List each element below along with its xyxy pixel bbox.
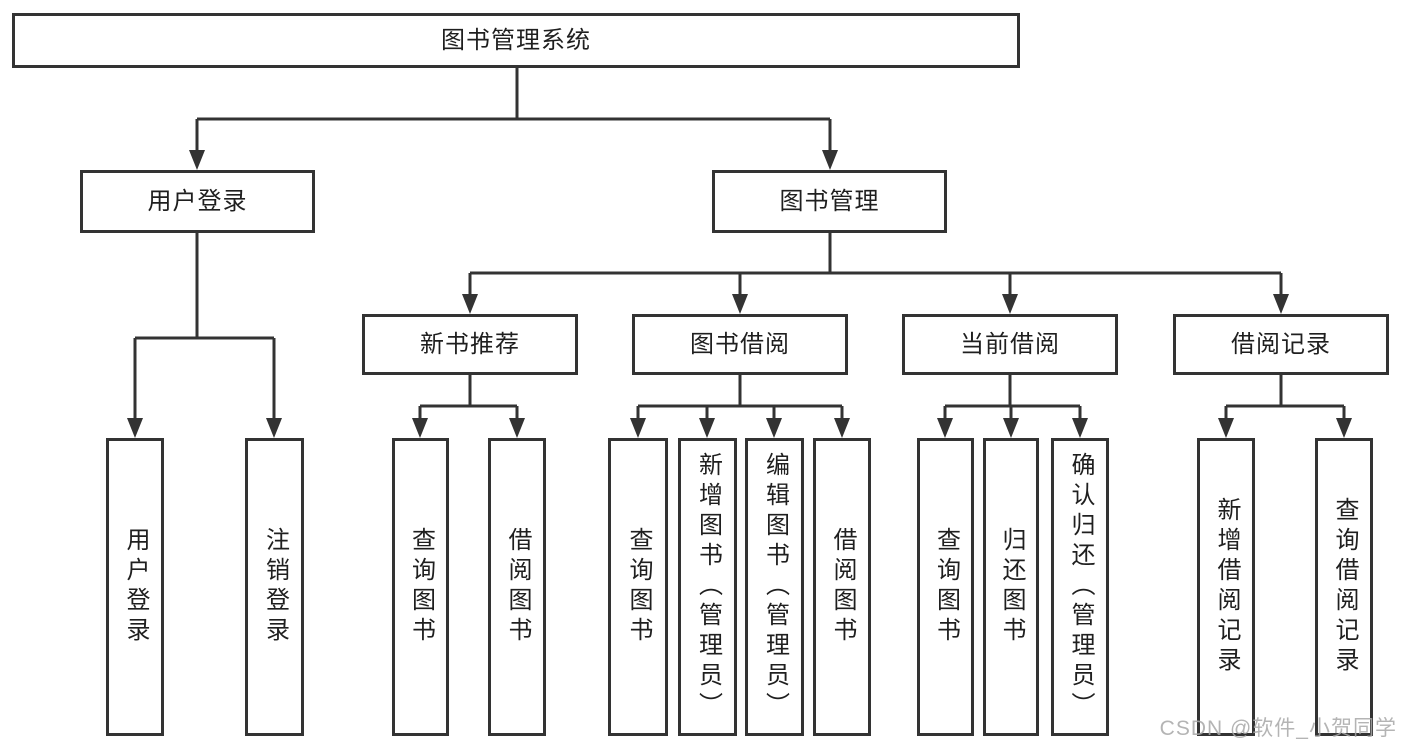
leaf-logout: 注销登录 [245,438,304,736]
leaf-query-books-recommend-label: 查询图书 [407,527,435,647]
leaf-borrow-books-borrow: 借阅图书 [813,438,871,736]
leaf-add-book-admin: 新增图书（管理员） [678,438,737,736]
leaf-edit-book-admin-label: 编辑图书（管理员） [761,452,789,722]
node-borrow-records-label: 借阅记录 [1231,330,1331,358]
leaf-user-login-label: 用户登录 [122,527,149,647]
leaf-query-books-recommend: 查询图书 [392,438,449,736]
leaf-query-books-current: 查询图书 [917,438,974,736]
leaf-add-borrow-record: 新增借阅记录 [1197,438,1255,736]
leaf-borrow-books-recommend-label: 借阅图书 [504,527,531,647]
leaf-confirm-return-admin-label: 确认归还（管理员） [1067,452,1094,722]
leaf-query-borrow-record: 查询借阅记录 [1315,438,1373,736]
leaf-query-books-borrow-label: 查询图书 [625,527,652,647]
leaf-user-login: 用户登录 [106,438,164,736]
node-book-management: 图书管理 [712,170,947,233]
node-current-borrow: 当前借阅 [902,314,1118,375]
connector-paths [133,68,1346,420]
leaf-add-borrow-record-label: 新增借阅记录 [1213,497,1240,677]
watermark-text: CSDN @软件_小贺同学 [1159,717,1397,740]
node-user-login: 用户登录 [80,170,315,233]
node-current-borrow-label: 当前借阅 [960,330,1060,358]
node-book-management-label: 图书管理 [779,187,880,215]
leaf-query-borrow-record-label: 查询借阅记录 [1331,497,1358,677]
node-borrow-records: 借阅记录 [1173,314,1389,375]
leaf-confirm-return-admin: 确认归还（管理员） [1051,438,1109,736]
leaf-query-books-borrow: 查询图书 [608,438,668,736]
node-root: 图书管理系统 [12,13,1020,68]
node-new-book-recommend: 新书推荐 [362,314,578,375]
leaf-borrow-books-recommend: 借阅图书 [488,438,546,736]
leaf-return-books: 归还图书 [983,438,1039,736]
leaf-edit-book-admin: 编辑图书（管理员） [745,438,804,736]
node-new-book-recommend-label: 新书推荐 [420,330,520,358]
leaf-query-books-current-label: 查询图书 [932,527,960,647]
node-book-borrow-label: 图书借阅 [690,330,790,358]
leaf-add-book-admin-label: 新增图书（管理员） [694,452,722,722]
arrowheads [127,150,1352,438]
leaf-borrow-books-borrow-label: 借阅图书 [829,527,856,647]
node-book-borrow: 图书借阅 [632,314,848,375]
node-user-login-label: 用户登录 [147,187,248,215]
node-root-label: 图书管理系统 [441,26,591,54]
leaf-return-books-label: 归还图书 [998,527,1025,647]
leaf-logout-label: 注销登录 [261,527,289,647]
